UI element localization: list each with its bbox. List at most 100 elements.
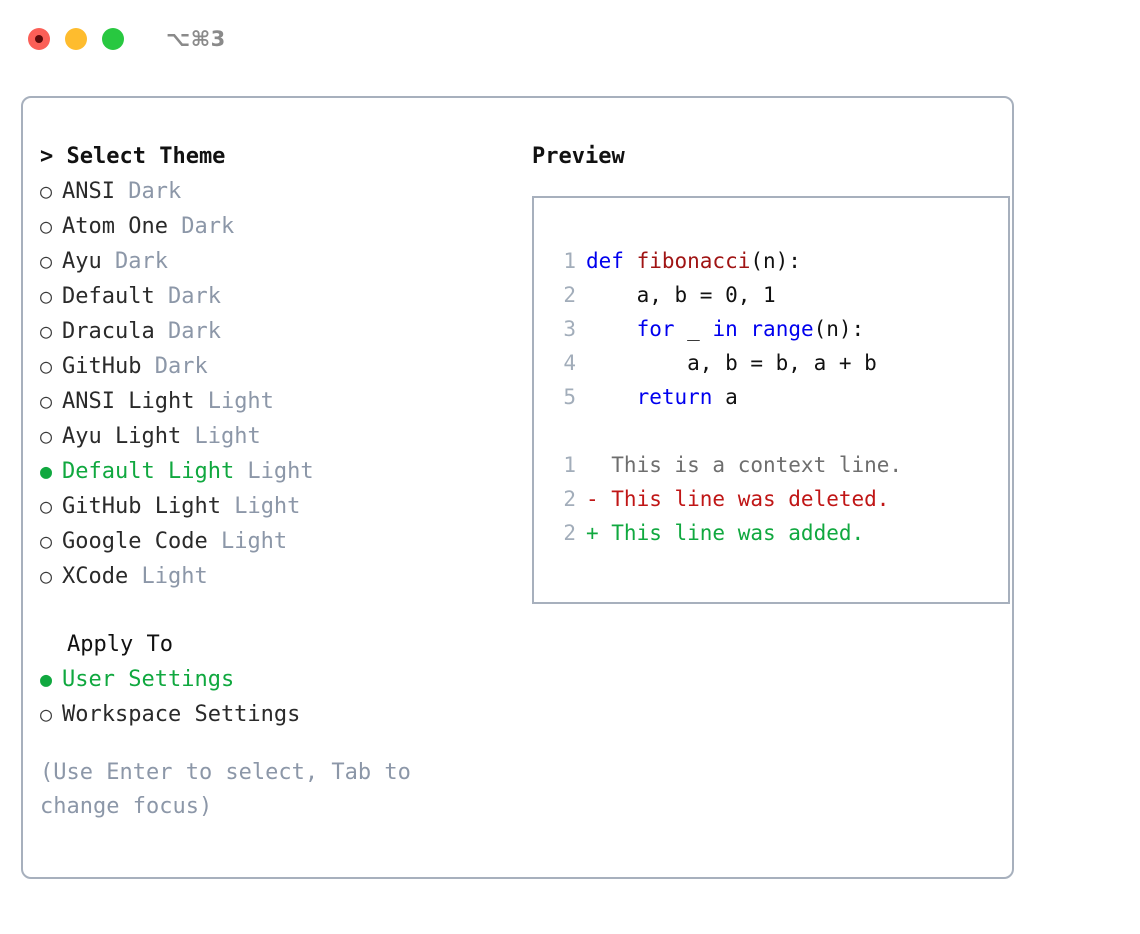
code-token-fn: fibonacci [636, 249, 751, 273]
maximize-button[interactable] [102, 28, 124, 50]
radio-unselected-icon: ○ [40, 424, 53, 448]
theme-selection-column: > Select Theme ○ANSI Dark○Atom One Dark○… [40, 140, 510, 877]
main-panel: > Select Theme ○ANSI Dark○Atom One Dark○… [21, 96, 1014, 879]
theme-option-ayu[interactable]: ○ Ayu Dark [40, 244, 510, 279]
theme-option-github[interactable]: ○ GitHub Dark [40, 349, 510, 384]
theme-option-kind: Dark [101, 249, 168, 274]
code-token-plain: a, b = b, a + b [586, 351, 877, 375]
diff-line-text: + This line was added. [586, 521, 865, 545]
code-token-plain: a, b = 0, 1 [586, 283, 776, 307]
diff-line-ctx: 1 This is a context line. [550, 448, 1008, 482]
theme-option-kind: Light [234, 459, 314, 484]
theme-option-name: XCode [62, 564, 129, 589]
list-spacer [40, 594, 510, 628]
diff-line-number: 2 [563, 521, 576, 545]
radio-unselected-icon: ○ [40, 494, 53, 518]
theme-option-kind: Dark [154, 284, 221, 309]
title-bar: ⌥⌘3 [0, 0, 1140, 78]
radio-unselected-icon: ○ [40, 529, 53, 553]
code-line-number: 3 [563, 317, 576, 341]
apply-to-option-user-settings[interactable]: ● User Settings [40, 662, 510, 697]
diff-line-del: 2 - This line was deleted. [550, 482, 1008, 516]
traffic-lights [28, 28, 124, 50]
radio-unselected-icon: ○ [40, 354, 53, 378]
theme-option-name: Google Code [62, 529, 208, 554]
code-token-kw: def [586, 249, 637, 273]
diff-line-add: 2 + This line was added. [550, 516, 1008, 550]
radio-unselected-icon: ○ [40, 249, 53, 273]
code-line: 4 a, b = b, a + b [550, 346, 1008, 380]
panel-body: > Select Theme ○ANSI Dark○Atom One Dark○… [23, 98, 1012, 877]
code-token-plain [586, 317, 637, 341]
preview-column: Preview 1 def fibonacci(n): 2 a, b = 0, 1 3… [510, 140, 1012, 877]
code-token-plain [738, 317, 751, 341]
theme-option-name: Ayu [62, 249, 102, 274]
code-token-plain: a [712, 385, 738, 409]
diff-line-number: 2 [563, 487, 576, 511]
diff-line-number: 1 [563, 453, 576, 477]
theme-option-atom-one[interactable]: ○ Atom One Dark [40, 209, 510, 244]
theme-option-kind: Dark [167, 214, 235, 239]
theme-option-kind: Dark [154, 319, 221, 344]
theme-option-kind: Dark [141, 354, 208, 379]
code-token-kw: in [712, 317, 738, 341]
apply-to-option-workspace-settings[interactable]: ○Workspace Settings [40, 697, 510, 732]
theme-option-kind: Light [194, 389, 274, 414]
radio-selected-icon: ● [40, 459, 53, 483]
code-line-number: 2 [563, 283, 576, 307]
theme-option-name: Atom One [62, 214, 168, 239]
radio-unselected-icon: ○ [40, 564, 53, 588]
code-diff-spacer [550, 414, 1008, 448]
diff-line-text: This is a context line. [586, 453, 903, 477]
theme-option-name: ANSI [62, 179, 115, 204]
theme-option-kind: Light [128, 564, 208, 589]
theme-option-ayu-light[interactable]: ○Ayu Light Light [40, 419, 510, 454]
code-line: 3 for _ in range(n): [550, 312, 1008, 346]
code-token-kw: for [636, 317, 675, 341]
theme-option-xcode[interactable]: ○ XCode Light [40, 559, 510, 594]
minimize-button[interactable] [65, 28, 87, 50]
close-button[interactable] [28, 28, 50, 50]
preview-box: 1 def fibonacci(n): 2 a, b = 0, 1 3 for _ i… [532, 196, 1010, 604]
theme-option-name: ANSI Light [62, 389, 195, 414]
theme-option-kind: Dark [114, 179, 182, 204]
theme-option-google-code[interactable]: ○ Google Code Light [40, 524, 510, 559]
preview-heading: Preview [532, 144, 625, 169]
code-sample: 1 def fibonacci(n): 2 a, b = 0, 1 3 for _ i… [550, 244, 1008, 414]
theme-option-name: Dracula [62, 319, 155, 344]
code-token-plain [586, 385, 637, 409]
theme-option-default[interactable]: ○Default Dark [40, 279, 510, 314]
theme-option-name: GitHub [62, 354, 142, 379]
code-token-kw: range [750, 317, 814, 341]
theme-option-github-light[interactable]: ○GitHub Light Light [40, 489, 510, 524]
select-theme-heading: > Select Theme [40, 144, 226, 169]
theme-option-kind: Light [181, 424, 261, 449]
theme-option-name: Default Light [62, 459, 235, 484]
theme-option-dracula[interactable]: ○ Dracula Dark [40, 314, 510, 349]
keyboard-shortcut-label: ⌥⌘3 [166, 27, 226, 51]
code-line-number: 1 [563, 249, 576, 273]
theme-option-ansi[interactable]: ○ ANSI Dark [40, 174, 510, 209]
theme-list[interactable]: ○ANSI Dark○Atom One Dark○Ayu Dark○Defaul… [40, 174, 510, 594]
diff-line-text: - This line was deleted. [586, 487, 890, 511]
radio-unselected-icon: ○ [40, 389, 53, 413]
apply-to-list[interactable]: ● User Settings ○Workspace Settings [40, 662, 510, 732]
radio-selected-icon: ● [40, 667, 53, 691]
theme-option-name: Default [62, 284, 155, 309]
code-token-plain: _ [674, 317, 713, 341]
apply-to-option-name: User Settings [62, 667, 235, 692]
code-token-plain: (n): [750, 249, 801, 273]
radio-unselected-icon: ○ [40, 319, 53, 343]
theme-option-ansi-light[interactable]: ○ ANSI Light Light [40, 384, 510, 419]
radio-unselected-icon: ○ [40, 214, 53, 238]
apply-to-heading: Apply To [67, 632, 173, 657]
radio-unselected-icon: ○ [40, 702, 53, 726]
theme-option-default-light[interactable]: ● Default Light Light [40, 454, 510, 489]
code-line-number: 4 [563, 351, 576, 375]
code-line-number: 5 [563, 385, 576, 409]
radio-unselected-icon: ○ [40, 179, 53, 203]
code-line: 5 return a [550, 380, 1008, 414]
theme-option-kind: Light [207, 529, 288, 554]
theme-option-name: GitHub Light [62, 494, 221, 519]
